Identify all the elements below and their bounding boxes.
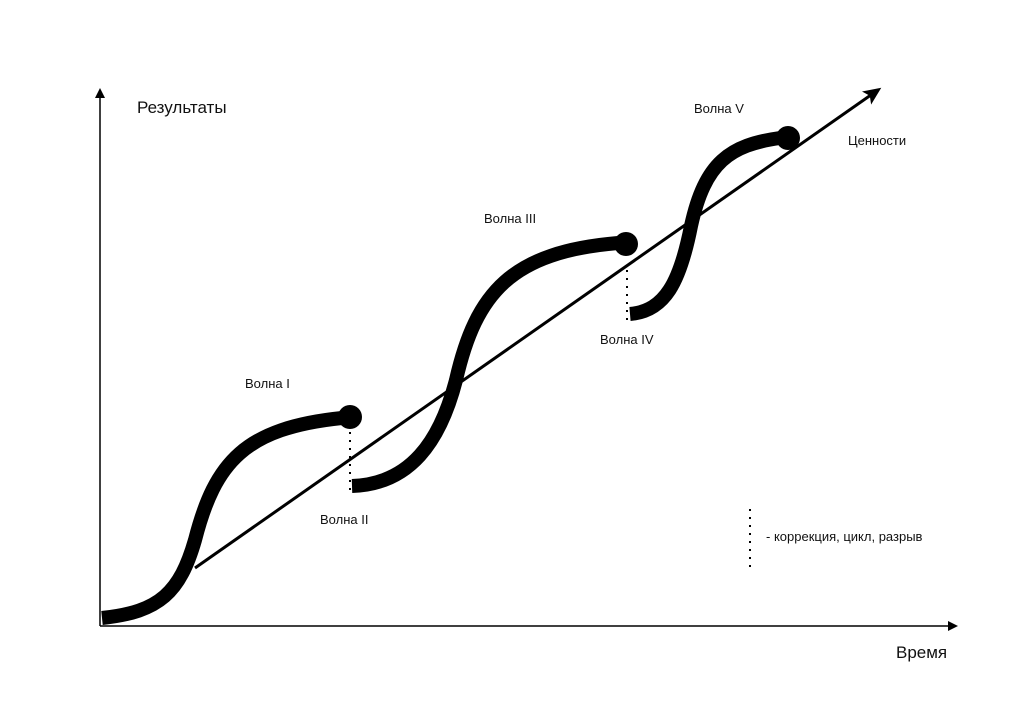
values-trend-line — [194, 87, 882, 570]
wave-4-5-curve — [629, 131, 781, 321]
wave-1-curve — [101, 411, 343, 625]
y-axis-label: Результаты — [137, 98, 227, 117]
wave-3-label: Волна III — [484, 211, 536, 226]
wave-3-end-dot — [614, 232, 638, 256]
wave-2-label: Волна II — [320, 512, 368, 527]
x-axis-label: Время — [896, 643, 947, 662]
trend-label: Ценности — [848, 133, 906, 148]
wave-1-end-dot — [338, 405, 362, 429]
wave-4-label: Волна IV — [600, 332, 654, 347]
wave-5-label: Волна V — [694, 101, 744, 116]
wave-1-label: Волна I — [245, 376, 290, 391]
wave-2-3-curve — [351, 236, 619, 493]
wave-5-end-dot — [776, 126, 800, 150]
legend-label: - коррекция, цикл, разрыв — [766, 529, 923, 544]
